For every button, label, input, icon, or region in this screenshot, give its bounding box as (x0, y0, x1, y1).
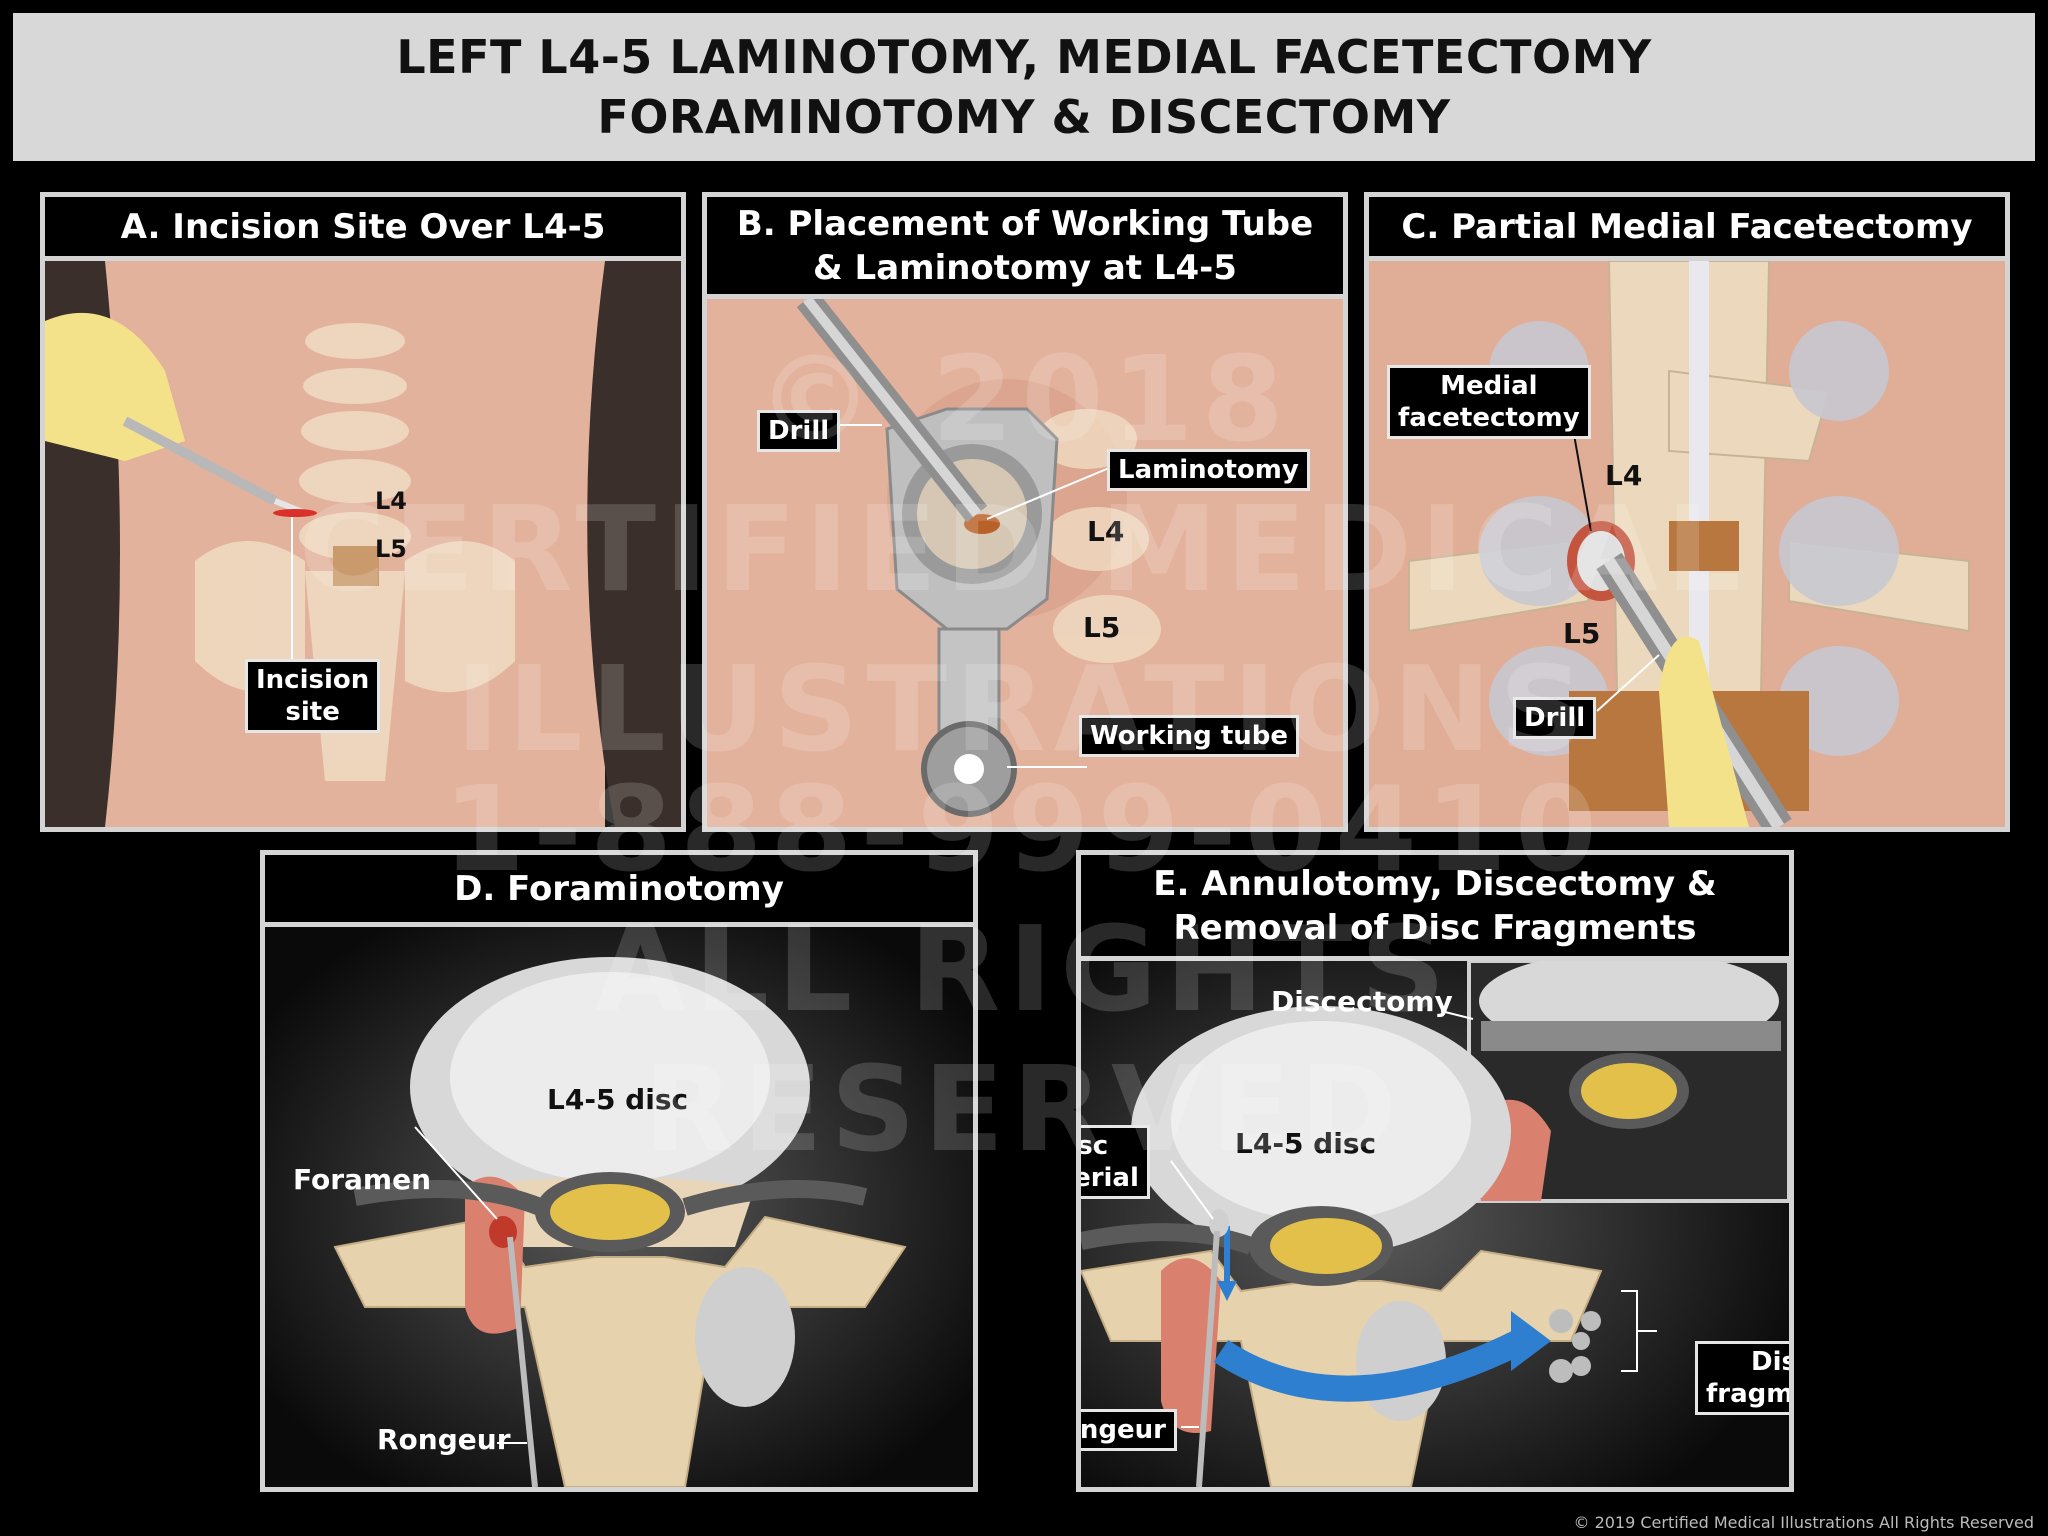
gloved-hand (1659, 636, 1749, 827)
incision-label-line1: Incision (256, 665, 370, 695)
panel-c-title: C. Partial Medial Facetectomy (1369, 197, 2005, 261)
rongeur-instrument (507, 1236, 538, 1487)
panel-c-illustration (1369, 261, 2005, 827)
panel-b-title-line2: & Laminotomy at L4-5 (813, 247, 1237, 288)
panel-d-illustration (265, 927, 973, 1487)
disc-fragments (1549, 1309, 1601, 1383)
removal-arrow (1213, 1329, 1527, 1402)
panel-e-title-line1: E. Annulotomy, Discectomy & (1153, 863, 1717, 904)
disc-material-line2: material (1081, 1163, 1139, 1193)
disc-fragments-line1: Disc (1751, 1347, 1789, 1377)
gloved-hand (45, 312, 185, 461)
panel-e-title-line2: Removal of Disc Fragments (1173, 907, 1697, 948)
discectomy-label: Discectomy (1271, 985, 1453, 1018)
panel-e-title: E. Annulotomy, Discectomy & Removal of D… (1081, 855, 1789, 961)
scalpel (122, 416, 278, 506)
cauda-equina (1270, 1218, 1382, 1274)
panel-d-title: D. Foraminotomy (265, 855, 973, 927)
foraminotomy-illustration (265, 927, 973, 1487)
title-line-1: LEFT L4-5 LAMINOTOMY, MEDIAL FACETECTOMY (396, 30, 1652, 84)
panel-b-l4-label: L4 (1087, 515, 1125, 548)
panel-e-rongeur-label: Rongeur (1081, 1409, 1177, 1451)
discectomy-illustration (1081, 961, 1789, 1487)
panel-b-drill-label: Drill (757, 410, 841, 452)
incision-site-label: Incision site (245, 659, 381, 733)
incision-mark (273, 509, 317, 517)
panel-b-l5-label: L5 (1083, 611, 1121, 644)
panel-d-rongeur-label: Rongeur (377, 1423, 511, 1456)
panel-c: C. Partial Medial Facetectomy (1364, 192, 2010, 832)
panel-e: E. Annulotomy, Discectomy & Removal of D… (1076, 850, 1794, 1492)
title-line-2: FORAMINOTOMY & DISCECTOMY (597, 90, 1451, 144)
panel-e-disc-label: L4-5 disc (1235, 1127, 1377, 1160)
disc-fragments-label: Disc fragments (1695, 1341, 1794, 1415)
panel-b: B. Placement of Working Tube & Laminotom… (702, 192, 1348, 832)
panel-a-title: A. Incision Site Over L4-5 (45, 197, 681, 261)
working-tube-label: Working tube (1079, 715, 1299, 757)
lower-back-illustration (45, 261, 681, 827)
title-bar: LEFT L4-5 LAMINOTOMY, MEDIAL FACETECTOMY… (13, 13, 2035, 161)
panel-a-illustration (45, 261, 681, 827)
cauda-equina (550, 1184, 670, 1240)
medial-facetectomy-label: Medial facetectomy (1387, 365, 1591, 439)
panel-e-illustration (1081, 961, 1789, 1487)
panel-c-drill-label: Drill (1513, 697, 1597, 739)
panel-b-title: B. Placement of Working Tube & Laminotom… (707, 197, 1343, 299)
rongeur-instrument (1196, 1230, 1220, 1487)
incision-label-line2: site (285, 697, 340, 727)
facetectomy-illustration (1369, 261, 2005, 827)
panel-a-l5-label: L5 (375, 535, 407, 563)
panel-a: A. Incision Site Over L4-5 (40, 192, 686, 832)
disc-fragments-line2: fragments (1706, 1379, 1794, 1409)
panel-b-title-line1: B. Placement of Working Tube (736, 203, 1314, 244)
medial-facetectomy-line2: facetectomy (1398, 403, 1580, 433)
disc-material-label: Disc material (1077, 1125, 1150, 1199)
disc-material-line1: Disc (1077, 1131, 1109, 1161)
panel-c-l4-label: L4 (1605, 459, 1643, 492)
panel-c-l5-label: L5 (1563, 617, 1601, 650)
laminotomy-label: Laminotomy (1107, 449, 1310, 491)
foramen-bone (465, 1176, 525, 1334)
panel-d: D. Foraminotomy (260, 850, 978, 1492)
copyright-footer: © 2019 Certified Medical Illustrations A… (1573, 1513, 2034, 1532)
panel-d-disc-label: L4-5 disc (547, 1083, 689, 1116)
foramen-label: Foramen (293, 1163, 432, 1196)
medial-facetectomy-line1: Medial (1440, 371, 1538, 401)
panel-a-l4-label: L4 (375, 487, 407, 515)
